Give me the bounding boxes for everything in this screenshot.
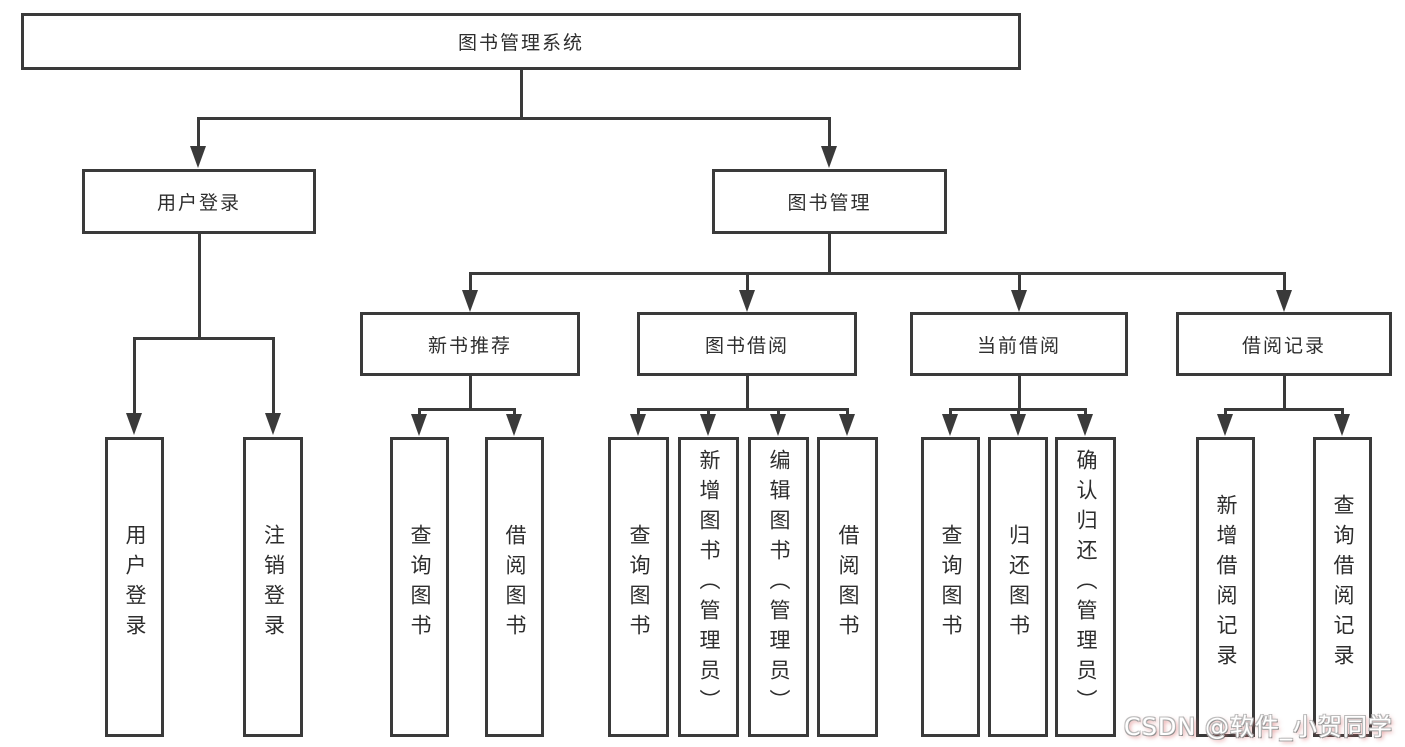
leaf-label: 归还图书 bbox=[1006, 524, 1031, 644]
node-label: 图书管理系统 bbox=[457, 32, 584, 54]
arrow-down-icon bbox=[839, 414, 855, 436]
leaf-borrow-books: 借阅图书 bbox=[817, 437, 878, 737]
leaf-label: 新增图书（管理员） bbox=[697, 449, 721, 719]
connector-stem bbox=[827, 233, 831, 272]
connector-drop bbox=[1016, 408, 1020, 416]
arrow-down-icon bbox=[821, 146, 837, 168]
arrow-down-icon bbox=[700, 414, 716, 436]
connector-drop bbox=[846, 408, 849, 416]
leaf-query-books-recommend: 查询图书 bbox=[390, 437, 449, 737]
connector-bar bbox=[133, 337, 275, 340]
leaf-label: 用户登录 bbox=[123, 524, 147, 644]
leaf-user-login: 用户登录 bbox=[105, 437, 164, 737]
arrow-down-icon bbox=[1276, 290, 1292, 312]
connector-stem bbox=[197, 233, 201, 337]
connector-drop bbox=[745, 272, 749, 292]
leaf-label: 新增借阅记录 bbox=[1214, 494, 1238, 674]
leaf-label: 借阅图书 bbox=[503, 524, 527, 644]
arrow-down-icon bbox=[1217, 414, 1233, 436]
arrow-down-icon bbox=[1010, 414, 1026, 436]
leaf-label: 确认归还（管理员） bbox=[1074, 449, 1098, 719]
leaf-label: 查询图书 bbox=[408, 524, 432, 644]
connector-stem bbox=[1282, 375, 1286, 408]
connector-drop bbox=[468, 272, 472, 292]
node-book-borrow: 图书借阅 bbox=[637, 312, 857, 376]
node-borrow-record: 借阅记录 bbox=[1176, 312, 1392, 376]
connector-drop bbox=[271, 337, 275, 414]
arrow-down-icon bbox=[942, 414, 958, 436]
arrow-down-icon bbox=[190, 146, 206, 168]
node-library-system: 图书管理系统 bbox=[21, 13, 1021, 70]
connector-bar bbox=[1224, 408, 1344, 411]
node-new-book-recommend: 新书推荐 bbox=[360, 312, 580, 376]
leaf-label: 查询借阅记录 bbox=[1331, 494, 1355, 674]
arrow-down-icon bbox=[1077, 414, 1093, 436]
leaf-label: 查询图书 bbox=[627, 524, 651, 644]
connector-drop bbox=[1084, 408, 1087, 416]
connector-bar bbox=[637, 408, 849, 411]
arrow-down-icon bbox=[411, 414, 427, 436]
node-book-management: 图书管理 bbox=[712, 169, 947, 234]
connector-drop bbox=[1017, 272, 1021, 292]
connector-drop bbox=[827, 117, 831, 147]
leaf-edit-books-admin: 编辑图书（管理员） bbox=[748, 437, 809, 737]
connector-drop bbox=[513, 408, 516, 416]
node-label: 借阅记录 bbox=[1241, 334, 1326, 357]
connector-drop bbox=[949, 408, 952, 416]
connector-drop bbox=[777, 408, 780, 416]
connector-stem bbox=[745, 375, 749, 408]
connector-drop bbox=[133, 337, 136, 414]
arrow-down-icon bbox=[1011, 290, 1027, 312]
leaf-return-books: 归还图书 bbox=[988, 437, 1048, 737]
leaf-query-books-current: 查询图书 bbox=[921, 437, 980, 737]
node-label: 图书借阅 bbox=[704, 334, 789, 357]
leaf-logout: 注销登录 bbox=[243, 437, 303, 737]
arrow-down-icon bbox=[1334, 414, 1350, 436]
connector-stem bbox=[1017, 375, 1021, 408]
arrow-down-icon bbox=[265, 413, 281, 435]
leaf-borrow-books-recommend: 借阅图书 bbox=[485, 437, 544, 737]
leaf-add-books-admin: 新增图书（管理员） bbox=[678, 437, 739, 737]
connector-drop bbox=[637, 408, 640, 416]
connector-bar bbox=[418, 408, 516, 411]
connector-bar bbox=[196, 117, 831, 120]
connector-drop bbox=[1282, 272, 1286, 292]
connector-drop bbox=[418, 408, 421, 416]
arrow-down-icon bbox=[126, 413, 142, 435]
arrow-down-icon bbox=[770, 414, 786, 436]
arrow-down-icon bbox=[462, 290, 478, 312]
leaf-label: 注销登录 bbox=[261, 524, 286, 644]
connector-stem bbox=[468, 375, 472, 408]
leaf-label: 查询图书 bbox=[939, 524, 963, 644]
connector-drop bbox=[707, 408, 710, 416]
node-user-login: 用户登录 bbox=[82, 169, 316, 234]
connector-stem bbox=[519, 69, 523, 117]
csdn-watermark: CSDN @软件_小贺同学 bbox=[1123, 713, 1393, 741]
connector-drop bbox=[1341, 408, 1344, 416]
arrow-down-icon bbox=[739, 290, 755, 312]
node-label: 当前借阅 bbox=[976, 334, 1061, 357]
leaf-label: 编辑图书（管理员） bbox=[767, 449, 791, 719]
leaf-label: 借阅图书 bbox=[836, 524, 860, 644]
node-label: 图书管理 bbox=[787, 192, 872, 214]
leaf-query-borrow-record: 查询借阅记录 bbox=[1313, 437, 1372, 737]
arrow-down-icon bbox=[630, 414, 646, 436]
leaf-add-borrow-record: 新增借阅记录 bbox=[1196, 437, 1255, 737]
node-label: 新书推荐 bbox=[427, 334, 512, 357]
node-label: 用户登录 bbox=[156, 192, 241, 214]
connector-drop bbox=[196, 117, 200, 147]
connector-bar bbox=[468, 272, 1286, 275]
node-current-borrow: 当前借阅 bbox=[910, 312, 1128, 376]
leaf-query-books-borrow: 查询图书 bbox=[608, 437, 669, 737]
leaf-confirm-return-admin: 确认归还（管理员） bbox=[1055, 437, 1116, 737]
connector-drop bbox=[1224, 408, 1227, 416]
arrow-down-icon bbox=[506, 414, 522, 436]
